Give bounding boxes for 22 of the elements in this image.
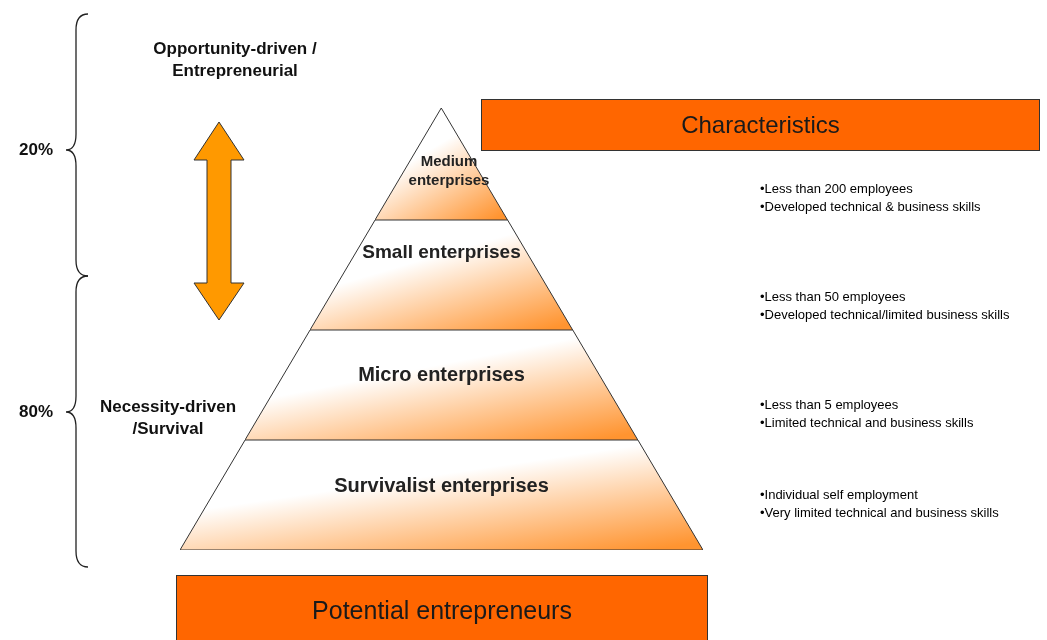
bullet-text: •Less than 50 employees (760, 288, 907, 306)
heading-bar: Characteristics (481, 99, 1040, 151)
percent-label: 20% (18, 139, 54, 161)
bullet-text: •Developed technical & business skills (760, 198, 982, 216)
bullet-text: •Less than 5 employees (760, 396, 900, 414)
bullet-text: •Less than 200 employees (760, 180, 914, 198)
bullet-text: •Individual self employment (760, 486, 919, 504)
tier-label: Micro enterprises (357, 363, 526, 386)
pyramid-tier (375, 108, 508, 220)
pyramid-tier (245, 330, 638, 440)
tier-label: Medium enterprises (407, 151, 491, 189)
pyramid-tier (310, 220, 573, 330)
pyramid-tier (180, 440, 703, 550)
base-bar: Potential entrepreneurs (176, 575, 708, 640)
bullet-text: •Developed technical/limited business skills (760, 306, 1011, 324)
category-label: Opportunity-driven / Entrepreneurial (152, 38, 318, 82)
bullet-text: •Limited technical and business skills (760, 414, 975, 432)
category-label: Necessity-driven /Survival (98, 396, 238, 440)
percent-label: 80% (18, 401, 54, 423)
tier-label: Small enterprises (361, 240, 522, 263)
tier-label: Survivalist enterprises (333, 474, 550, 497)
bullet-text: •Very limited technical and business skills (760, 504, 1000, 522)
